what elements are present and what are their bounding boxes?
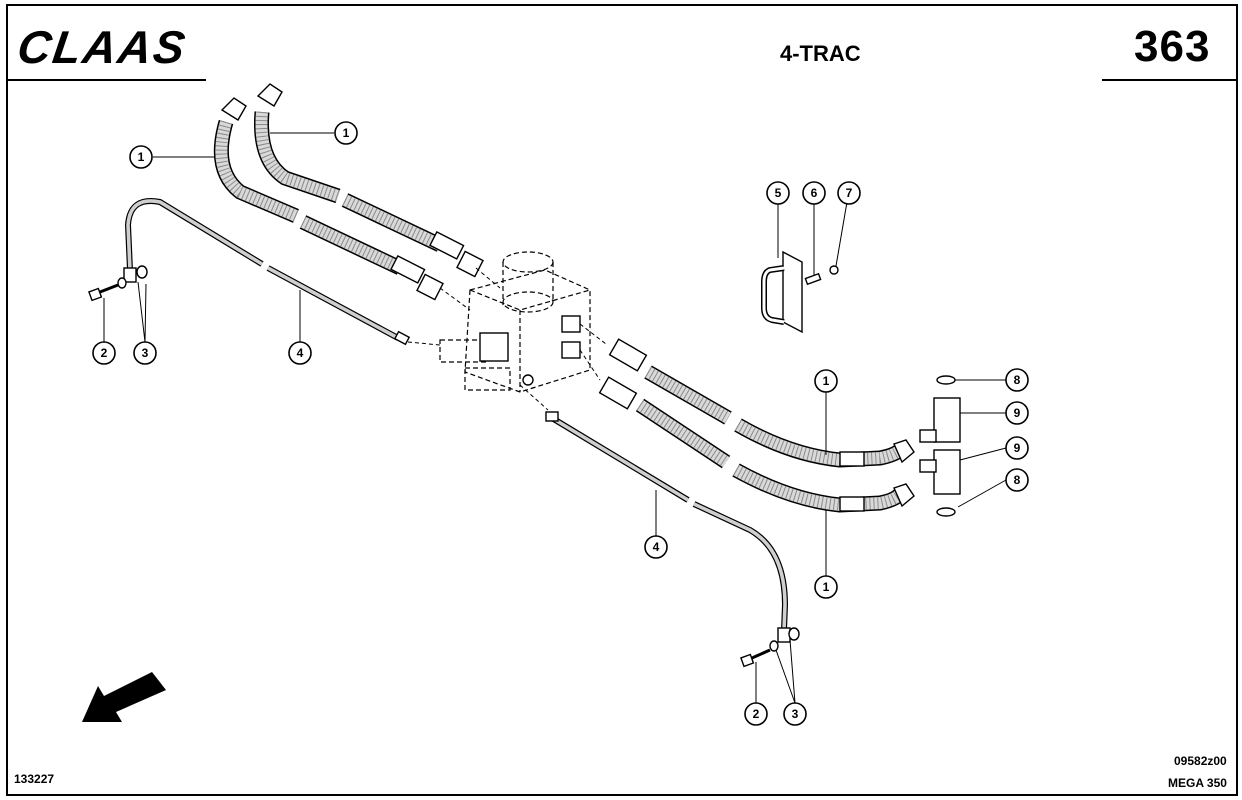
svg-text:7: 7 [846,186,853,200]
svg-text:9: 9 [1014,406,1021,420]
logo-underline [8,79,206,81]
handle-bracket [761,250,839,334]
pipe-left [123,198,411,346]
svg-text:9: 9 [1014,441,1021,455]
drawing-code-right: 09582z00 [1174,754,1227,768]
svg-text:2: 2 [101,346,108,360]
callout-7: 7 [837,181,861,205]
callout-5: 5 [766,181,790,205]
callout-9-lower: 9 [1005,436,1029,460]
svg-text:8: 8 [1014,473,1021,487]
direction-arrow-icon [82,672,166,722]
pipe-right [545,411,791,643]
svg-text:1: 1 [343,126,350,140]
svg-text:6: 6 [811,186,818,200]
machine-model: MEGA 350 [1168,776,1227,790]
callout-1-top-left: 1 [129,145,153,169]
hose-upper-b [213,97,444,301]
svg-text:1: 1 [823,580,830,594]
valve-block [439,251,591,393]
tee-fittings [919,375,961,517]
hose-upper-a [253,83,484,278]
page-number-underline [1102,79,1236,81]
svg-text:8: 8 [1014,373,1021,387]
svg-text:4: 4 [653,540,660,554]
bolt-right [740,627,800,668]
bolt-left [88,265,148,302]
svg-text:3: 3 [142,346,149,360]
hose-right-b [598,376,915,513]
svg-text:3: 3 [792,707,799,721]
callout-8-lower: 8 [1005,468,1029,492]
callout-4-right: 4 [644,535,668,559]
page-number: 363 [1134,22,1211,71]
svg-text:1: 1 [138,150,145,164]
callout-6: 6 [802,181,826,205]
hose-right-a [608,338,915,468]
drawing-frame [6,4,1238,796]
svg-text:2: 2 [753,707,760,721]
callout-9-upper: 9 [1005,401,1029,425]
callout-8-upper: 8 [1005,368,1029,392]
svg-text:4: 4 [297,346,304,360]
callout-2-right: 2 [744,702,768,726]
diagram-title: 4-TRAC [780,41,861,66]
callout-3-left: 3 [133,341,157,365]
callout-2-left: 2 [92,341,116,365]
callout-1-right-lower: 1 [814,575,838,599]
callout-4-left: 4 [288,341,312,365]
callout-1-right-upper: 1 [814,369,838,393]
svg-text:1: 1 [823,374,830,388]
callout-3-right: 3 [783,702,807,726]
callout-1-top-right: 1 [334,121,358,145]
drawing-code-left: 133227 [14,772,55,786]
svg-text:5: 5 [775,186,782,200]
